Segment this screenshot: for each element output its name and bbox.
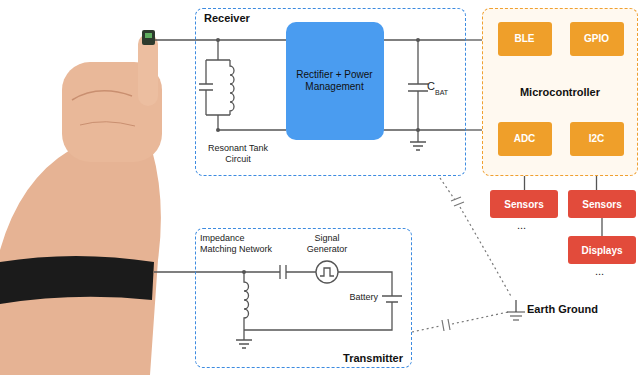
wire	[155, 39, 286, 40]
thumb-line	[72, 91, 132, 100]
dotted-line	[440, 178, 455, 200]
component-label: Signal Generator	[298, 233, 356, 255]
device-box: Sensors	[568, 190, 636, 218]
component-label: C	[427, 80, 435, 93]
wristband	[0, 256, 154, 304]
box-title: Receiver	[204, 12, 250, 24]
connector	[601, 218, 602, 236]
box-label: I2C	[589, 133, 605, 144]
box-label: Displays	[581, 245, 622, 256]
box-label: Rectifier + Power Management	[290, 69, 380, 93]
ground-label: Earth Ground	[527, 303, 598, 316]
finger-device-chip	[145, 33, 152, 38]
subscript-label: BAT	[435, 88, 448, 97]
junction-dot	[416, 38, 420, 42]
box-label: Sensors	[582, 199, 621, 210]
inductor-symbol	[236, 272, 252, 348]
finger-device	[142, 30, 155, 45]
process-box: Rectifier + Power Management	[286, 22, 384, 140]
signal-generator-symbol	[316, 261, 338, 283]
box-label: GPIO	[584, 33, 609, 44]
tank-wire	[199, 40, 286, 130]
peripheral-box: ADC	[498, 122, 552, 156]
dotted-line	[460, 207, 512, 298]
box-title: Transmitter	[343, 352, 403, 364]
component-label: Impedance Matching Network	[200, 233, 280, 255]
device-box: Displays	[568, 236, 636, 264]
box-label: ADC	[514, 133, 536, 144]
dotted-line	[412, 326, 440, 332]
transmitter-circuit	[154, 261, 402, 348]
forearm	[0, 150, 161, 375]
capacitor-symbol	[408, 40, 428, 150]
box-title: Microcontroller	[520, 86, 600, 98]
microcontroller-box: Microcontroller BLE GPIO ADC I2C	[482, 8, 638, 176]
coupling-capacitor	[451, 197, 464, 206]
knuckle-line	[80, 122, 135, 126]
coupling-capacitor	[442, 319, 450, 331]
device-box: Sensors	[490, 190, 558, 218]
box-label: Sensors	[504, 199, 543, 210]
dotted-line	[452, 312, 508, 324]
inductor-symbol	[230, 60, 234, 115]
component-label: Battery	[332, 292, 378, 303]
peripheral-box: BLE	[498, 22, 552, 56]
ground-symbol	[507, 300, 525, 320]
ellipsis: ...	[517, 219, 526, 232]
series-capacitor	[154, 265, 316, 279]
wire	[382, 40, 466, 130]
connector	[466, 129, 482, 130]
junction-dot	[216, 38, 220, 42]
junction-dot	[216, 128, 220, 132]
ellipsis: ...	[595, 265, 604, 278]
junction-dot	[416, 128, 420, 132]
battery-symbol	[244, 272, 402, 330]
square-wave	[320, 268, 334, 276]
peripheral-box: GPIO	[570, 22, 624, 56]
peripheral-box: I2C	[570, 122, 624, 156]
connector	[466, 39, 482, 40]
box-label: BLE	[515, 33, 535, 44]
component-label: Resonant Tank Circuit	[198, 143, 278, 165]
